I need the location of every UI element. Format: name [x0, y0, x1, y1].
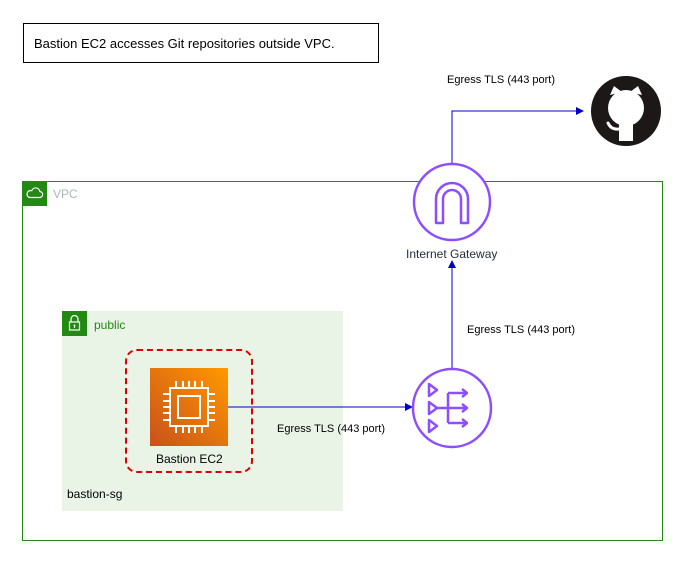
- ec2-label: Bastion EC2: [156, 452, 223, 466]
- security-group-label: bastion-sg: [67, 487, 123, 501]
- vpc-label: VPC: [53, 187, 78, 201]
- vpc-group: [22, 181, 663, 541]
- diagram-caption-box: Bastion EC2 accesses Git repositories ou…: [23, 23, 379, 63]
- edge-label-nat-to-igw: Egress TLS (443 port): [467, 324, 576, 336]
- lock-icon: [62, 311, 87, 336]
- github-icon[interactable]: [591, 76, 661, 146]
- ec2-instance-icon: [163, 381, 215, 433]
- security-group-boundary: [125, 349, 253, 473]
- diagram-caption: Bastion EC2 accesses Git repositories ou…: [34, 35, 335, 51]
- internet-gateway-label: Internet Gateway: [406, 247, 498, 261]
- nat-gateway-icon[interactable]: [411, 367, 493, 449]
- edge-igw-to-github: [451, 107, 584, 163]
- subnet-label: public: [94, 318, 126, 332]
- edge-label-ec2-to-nat: Egress TLS (443 port): [277, 423, 386, 435]
- internet-gateway-icon[interactable]: [412, 162, 492, 242]
- ec2-instance-node[interactable]: [150, 368, 228, 446]
- cloud-icon: [22, 181, 47, 206]
- edge-label-igw-to-github: Egress TLS (443 port): [447, 74, 556, 86]
